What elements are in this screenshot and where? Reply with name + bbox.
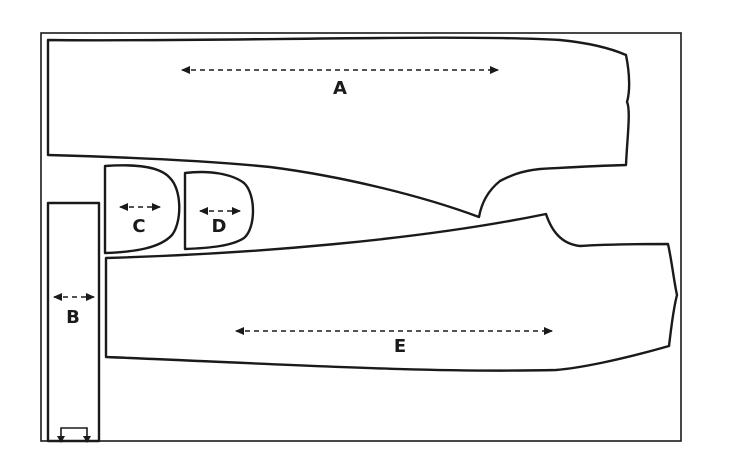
- pattern-piece-d: D: [183, 170, 255, 251]
- piece-c-label: C: [132, 216, 145, 237]
- pattern-piece-c: C: [103, 164, 181, 255]
- piece-b-label: B: [66, 307, 80, 328]
- piece-a-label: A: [333, 78, 347, 99]
- fabric-layout-frame: [40, 32, 682, 442]
- fold-line-marker: [57, 427, 91, 443]
- piece-b-outline: [46, 201, 101, 443]
- pattern-piece-e: E: [104, 212, 679, 372]
- pattern-piece-a: A: [46, 36, 631, 219]
- piece-e-label: E: [394, 336, 406, 357]
- piece-c-outline: [103, 164, 181, 255]
- piece-a-outline: [46, 36, 631, 219]
- piece-d-label: D: [212, 216, 227, 237]
- pattern-piece-b: B: [46, 201, 101, 443]
